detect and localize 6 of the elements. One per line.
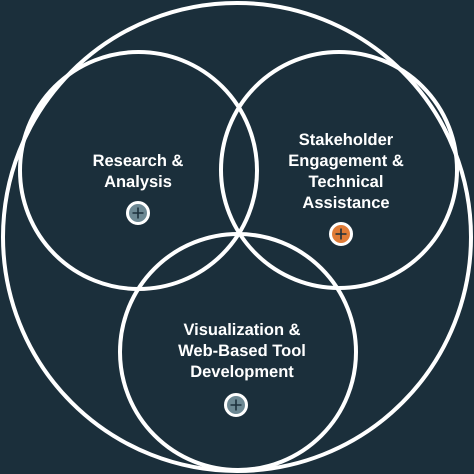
circle-label: Visualization & Web-Based Tool Development: [177, 320, 307, 383]
venn-circle: [18, 50, 259, 291]
venn-circle: [118, 232, 358, 472]
circle-label: Research & Analysis: [92, 151, 184, 193]
venn-circle: [219, 50, 459, 290]
circle-label: Stakeholder Engagement & Technical Assistance: [287, 130, 405, 214]
